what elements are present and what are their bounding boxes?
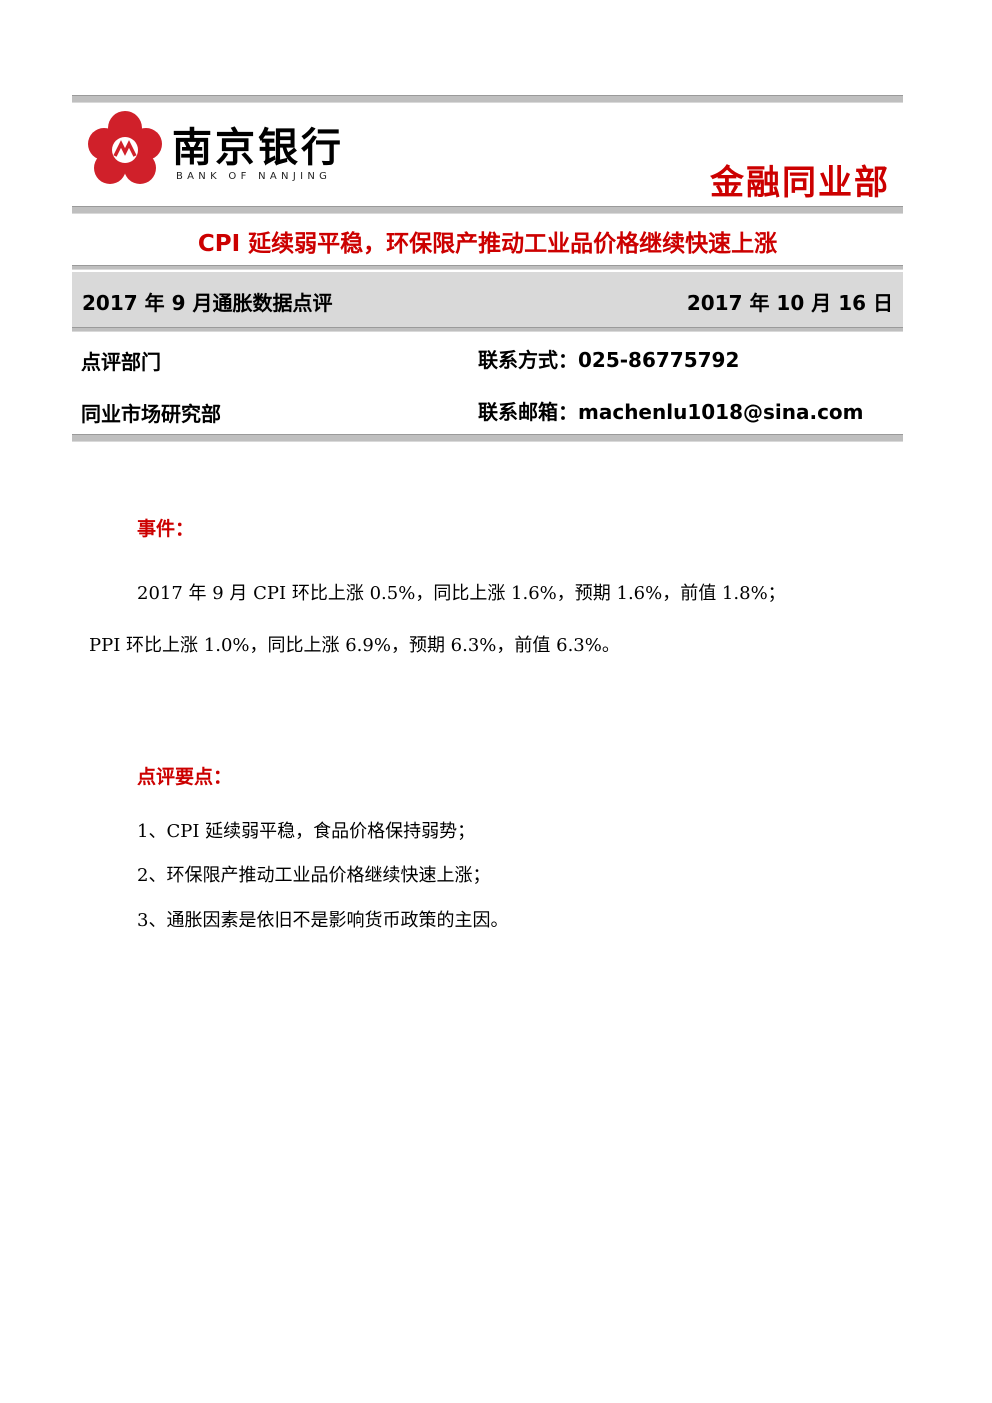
report-info-band: 2017 年 9 月通胀数据点评 2017 年 10 月 16 日 xyxy=(72,272,903,329)
event-line-1: 2017 年 9 月 CPI 环比上涨 0.5%，同比上涨 1.6%，预期 1.… xyxy=(137,583,786,604)
report-date: 2017 年 10 月 16 日 xyxy=(686,291,893,315)
header-bottom-rule xyxy=(72,206,903,214)
event-line-2: PPI 环比上涨 1.0%，同比上涨 6.9%，预期 6.3%，前值 6.3%。 xyxy=(89,635,620,656)
bank-flower-icon xyxy=(88,111,162,184)
point-item-3: 3、通胀因素是依旧不是影响货币政策的主因。 xyxy=(137,910,509,931)
points-heading: 点评要点： xyxy=(137,766,233,788)
band-top-rule xyxy=(72,265,903,270)
dept-label: 点评部门 xyxy=(81,350,161,374)
dept-value: 同业市场研究部 xyxy=(81,402,221,426)
contact-phone: 联系方式：025-86775792 xyxy=(478,348,740,372)
contact-email: 联系邮箱：machenlu1018@sina.com xyxy=(478,400,864,424)
event-heading: 事件： xyxy=(137,518,195,540)
point-item-2: 2、环保限产推动工业品价格继续快速上涨； xyxy=(137,865,491,886)
info-bottom-rule xyxy=(72,434,903,442)
department-name: 金融同业部 xyxy=(710,163,890,203)
report-type: 2017 年 9 月通胀数据点评 xyxy=(82,291,333,315)
point-item-1: 1、CPI 延续弱平稳，食品价格保持弱势； xyxy=(137,821,476,842)
band-bottom-rule xyxy=(72,327,903,332)
bank-logo: 南京银行 BANK OF NANJING xyxy=(86,108,346,198)
logo-chinese-name: 南京银行 xyxy=(172,125,344,171)
report-title: CPI 延续弱平稳，环保限产推动工业品价格继续快速上涨 xyxy=(197,231,778,257)
logo-english-name: BANK OF NANJING xyxy=(176,171,332,182)
header-top-rule xyxy=(72,95,903,103)
